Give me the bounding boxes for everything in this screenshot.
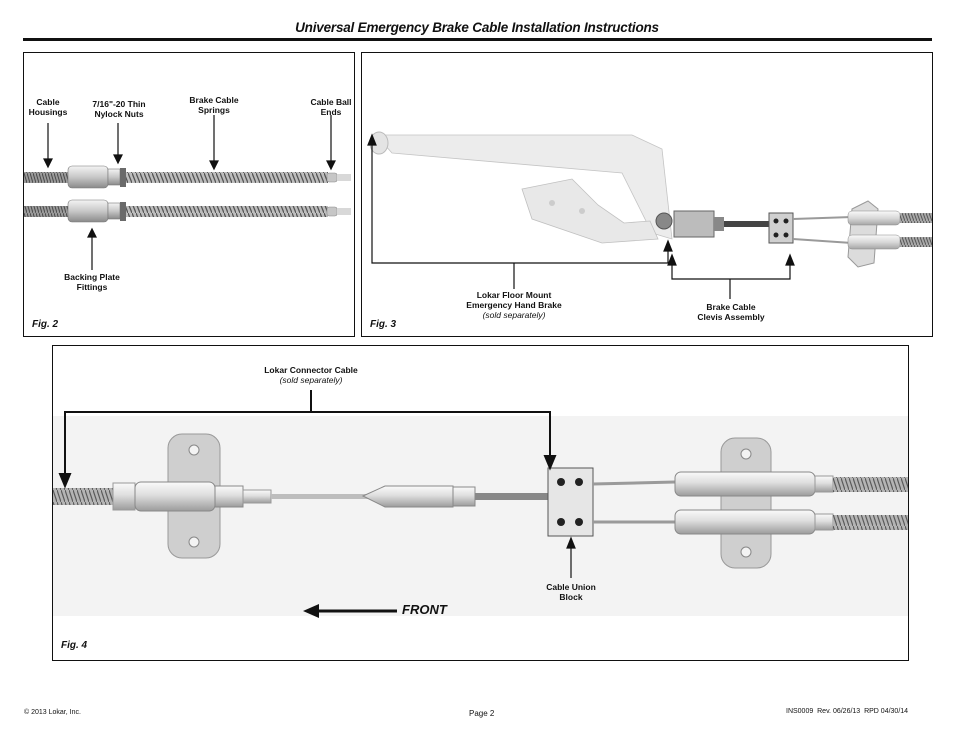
footer-page-number: Page 2 (469, 709, 495, 718)
fig4-connector-photo (53, 390, 908, 618)
fig3-hand-brake-photo (367, 131, 932, 299)
fig4-caption: Fig. 4 (61, 640, 88, 651)
fig2-cable-photo (24, 115, 351, 270)
footer-copyright: © 2013 Lokar, Inc. (24, 709, 81, 716)
front-arrow-icon (303, 604, 397, 618)
title-rule (23, 38, 932, 41)
label-connector-cable: Lokar Connector Cable (sold separately) (264, 365, 358, 385)
fig3-caption: Fig. 3 (370, 319, 397, 330)
footer-doc-id: INS0009 Rev. 06/26/13 RPD 04/30/14 (786, 708, 909, 715)
fig2-caption: Fig. 2 (32, 319, 59, 330)
figure-4: Lokar Connector Cable (sold separately) … (52, 345, 909, 661)
front-label: FRONT (402, 602, 447, 617)
page-title: Universal Emergency Brake Cable Installa… (295, 20, 659, 35)
